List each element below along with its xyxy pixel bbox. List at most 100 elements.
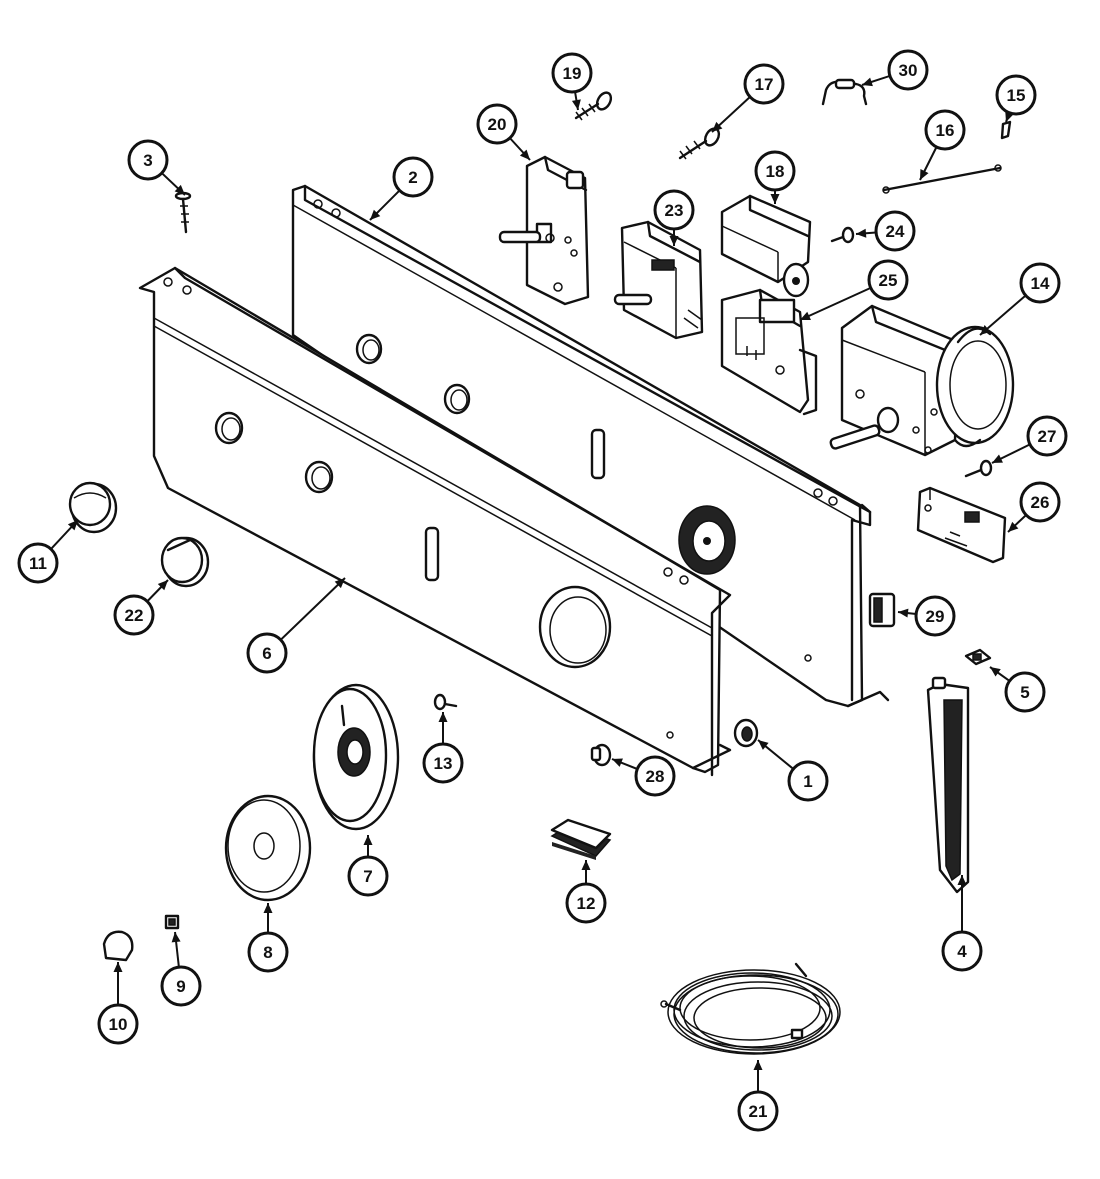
leader-arrowhead-30: [862, 77, 873, 87]
screw-part-17: [678, 127, 721, 160]
leader-line-14: [979, 294, 1027, 336]
callout-circle-17: [743, 63, 785, 105]
leader-arrowhead-9: [171, 932, 181, 943]
leader-arrowhead-20: [519, 149, 530, 160]
callout-circle-24: [874, 210, 916, 252]
callout-label-19: 19: [563, 64, 582, 83]
block-part-18: [720, 194, 812, 298]
callout-4: 4: [941, 930, 983, 972]
callout-circle-30: [887, 49, 929, 91]
leader-arrowhead-6: [334, 578, 345, 589]
leader-arrowhead-23: [669, 236, 679, 246]
callout-27: 27: [1026, 415, 1068, 457]
grommet-part-1: [733, 718, 759, 748]
callout-28: 28: [634, 755, 676, 797]
callout-label-29: 29: [926, 607, 945, 626]
callout-circle-19: [551, 52, 593, 94]
leader-arrowhead-17: [712, 121, 723, 132]
pad-part-12: [550, 818, 612, 860]
callout-label-22: 22: [125, 606, 144, 625]
callout-circle-2: [392, 156, 434, 198]
callout-16: 16: [924, 109, 966, 151]
callout-label-17: 17: [755, 75, 774, 94]
callout-23: 23: [653, 189, 695, 231]
callout-8: 8: [247, 931, 289, 973]
callout-circle-6: [246, 632, 288, 674]
leader-arrowhead-14: [980, 325, 991, 335]
callout-14: 14: [1019, 262, 1061, 304]
callout-label-8: 8: [263, 943, 272, 962]
bezel-part-8: [224, 794, 312, 902]
leader-arrowhead-29: [898, 608, 909, 618]
callout-circle-1: [787, 760, 829, 802]
circuit-board-part-26: [916, 486, 1007, 564]
callout-13: 13: [422, 742, 464, 784]
leader-arrowhead-24: [856, 228, 867, 238]
callout-label-13: 13: [434, 754, 453, 773]
screw-part-24: [830, 226, 855, 244]
callout-label-3: 3: [143, 151, 152, 170]
callout-label-20: 20: [488, 115, 507, 134]
callout-label-1: 1: [803, 772, 812, 791]
callout-circle-21: [737, 1090, 779, 1132]
leader-line-6: [280, 577, 346, 641]
callout-circle-25: [867, 259, 909, 301]
leader-lines: [50, 74, 1031, 1092]
callout-12: 12: [565, 882, 607, 924]
callout-label-24: 24: [886, 222, 905, 241]
callout-label-11: 11: [29, 554, 47, 573]
callout-circle-11: [17, 542, 59, 584]
knob-part-22: [160, 536, 210, 588]
callout-circle-20: [476, 103, 518, 145]
screw-part-3: [174, 191, 192, 234]
callout-3: 3: [127, 139, 169, 181]
callout-15: 15: [995, 74, 1037, 116]
callout-label-12: 12: [577, 894, 596, 913]
callout-label-4: 4: [957, 942, 967, 961]
callout-circle-23: [653, 189, 695, 231]
callout-circle-8: [247, 931, 289, 973]
callout-26: 26: [1019, 481, 1061, 523]
callout-circle-27: [1026, 415, 1068, 457]
callout-22: 22: [113, 594, 155, 636]
callout-21: 21: [737, 1090, 779, 1132]
callout-1: 1: [787, 760, 829, 802]
callout-circle-9: [160, 965, 202, 1007]
plug-part-28: [590, 743, 612, 767]
callout-circle-4: [941, 930, 983, 972]
callout-circle-10: [97, 1003, 139, 1045]
selector-switch-part-23: [613, 220, 704, 340]
leader-arrowhead-22: [157, 580, 168, 591]
callout-circle-5: [1004, 671, 1046, 713]
callout-circle-7: [347, 855, 389, 897]
callout-label-7: 7: [363, 867, 372, 886]
callout-circle-18: [754, 150, 796, 192]
callout-label-23: 23: [665, 201, 684, 220]
callout-label-6: 6: [262, 644, 271, 663]
callout-17: 17: [743, 63, 785, 105]
callout-circle-29: [914, 595, 956, 637]
leader-arrowhead-27: [992, 454, 1003, 463]
callout-label-30: 30: [899, 61, 918, 80]
leader-arrowhead-10: [113, 962, 123, 972]
leader-arrowhead-16: [920, 169, 929, 180]
trim-strip-part-4: [926, 676, 970, 894]
callout-label-5: 5: [1020, 683, 1029, 702]
callout-label-27: 27: [1038, 427, 1057, 446]
rod-part-16: [882, 164, 1002, 194]
knob-part-11: [68, 481, 118, 534]
callout-circle-28: [634, 755, 676, 797]
jumper-part-30: [821, 78, 868, 106]
leader-arrowhead-3: [174, 184, 185, 195]
clip-part-9: [164, 914, 180, 930]
terminal-part-15: [1000, 120, 1012, 140]
callout-10: 10: [97, 1003, 139, 1045]
callout-label-16: 16: [936, 121, 955, 140]
callout-label-10: 10: [109, 1015, 128, 1034]
bracket-part-25: [720, 288, 818, 416]
callout-30: 30: [887, 49, 929, 91]
screw-part-19: [574, 91, 613, 121]
timer-part-14: [829, 304, 1015, 457]
